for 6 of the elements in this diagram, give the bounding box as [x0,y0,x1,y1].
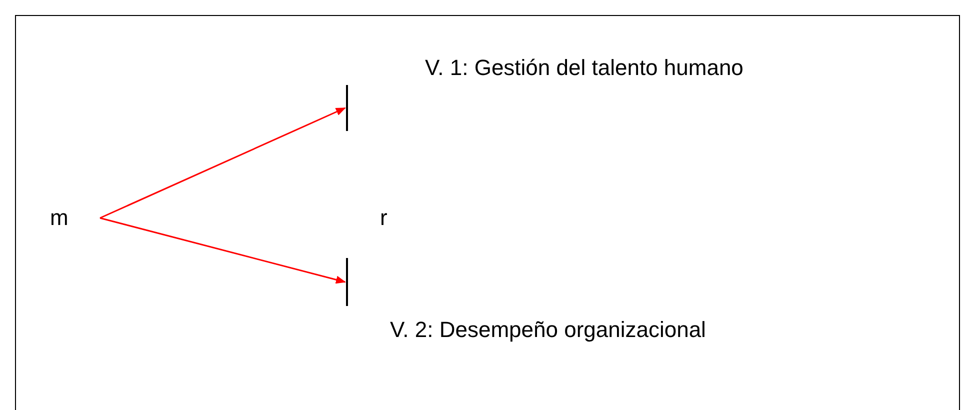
arrow [100,107,346,219]
variable-label: m [50,207,68,229]
variable-text: V. 2: Desempeño organizacional [390,319,706,341]
variable-text: V. 1: Gestión del talento humano [425,57,744,79]
arrow [100,217,346,284]
variable-label: r [380,207,388,229]
